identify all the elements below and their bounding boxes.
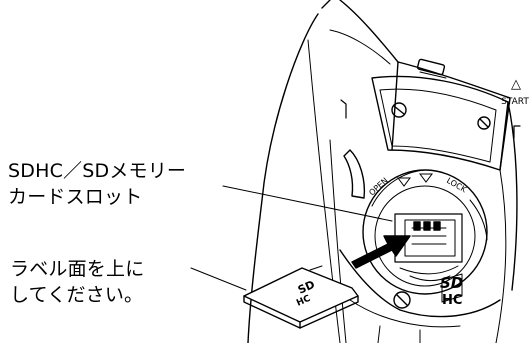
top-cover-plate [371,58,509,171]
label-callout-line1: ラベル面を上に [10,258,145,280]
start-arrow-label: △ [511,77,521,92]
label-callout: ラベル面を上に してください。 [10,256,144,308]
card-logo-top: SD [296,278,317,297]
card-slot [394,213,463,281]
slot-callout-line2: カードスロット [8,186,143,208]
card-leader-line [190,267,247,291]
label-callout-line2: してください。 [10,284,144,306]
sd-card [243,265,359,329]
screw-icon [391,102,407,118]
slot-leader-line [222,185,393,222]
camera-logo-bottom: HC [442,293,462,308]
lock-ring [362,169,488,295]
start-label: START [501,97,529,107]
lock-ring-arrow-icon [397,173,433,187]
insert-arrow-icon [351,235,411,269]
camera-logo-top: SD [440,274,463,292]
sdhc-logo-mark [441,273,463,303]
screw-icon [393,291,411,309]
slot-callout: SDHC／SDメモリー カードスロット [8,158,186,210]
screw-icon [477,116,491,130]
slot-callout-line1: SDHC／SDメモリー [8,160,187,182]
